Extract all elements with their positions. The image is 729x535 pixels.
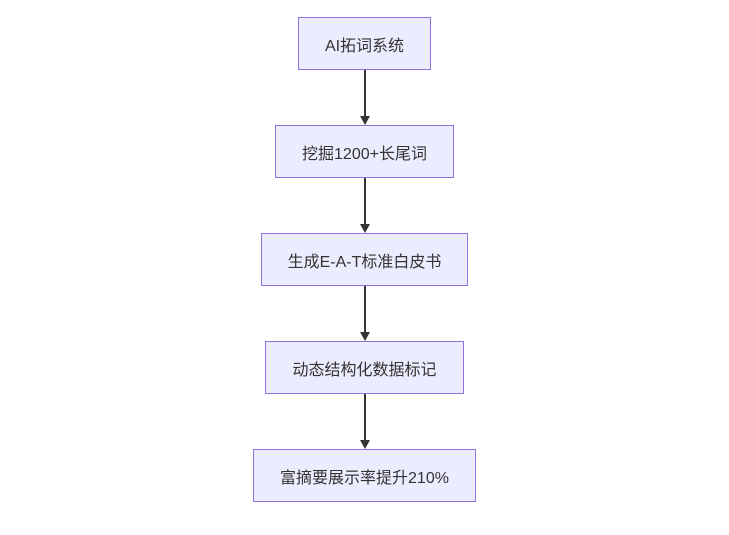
flowchart-node-structured-data-markup: 动态结构化数据标记 — [265, 341, 464, 394]
flowchart-node-rich-snippet-rate: 富摘要展示率提升210% — [253, 449, 476, 502]
flowchart-node-eat-whitepaper: 生成E-A-T标准白皮书 — [260, 233, 469, 286]
arrowhead-down-icon — [359, 224, 370, 233]
node-label: 挖掘1200+长尾词 — [302, 145, 427, 163]
flowchart-node-ai-word-expansion: AI拓词系统 — [297, 17, 432, 70]
edge-line — [363, 394, 366, 440]
edge-line — [363, 178, 366, 224]
flowchart-edge-2 — [359, 178, 370, 233]
node-label: AI拓词系统 — [324, 37, 405, 55]
edge-line — [363, 70, 366, 116]
flowchart-edge-4 — [359, 394, 370, 449]
flowchart-edge-3 — [359, 286, 370, 341]
node-label: 生成E-A-T标准白皮书 — [287, 253, 442, 271]
node-label: 动态结构化数据标记 — [292, 361, 437, 379]
flowchart-node-longtail-keywords: 挖掘1200+长尾词 — [275, 125, 454, 178]
arrowhead-down-icon — [359, 440, 370, 449]
flowchart-edge-1 — [359, 70, 370, 125]
node-label: 富摘要展示率提升210% — [280, 469, 449, 487]
arrowhead-down-icon — [359, 332, 370, 341]
arrowhead-down-icon — [359, 116, 370, 125]
edge-line — [363, 286, 366, 332]
